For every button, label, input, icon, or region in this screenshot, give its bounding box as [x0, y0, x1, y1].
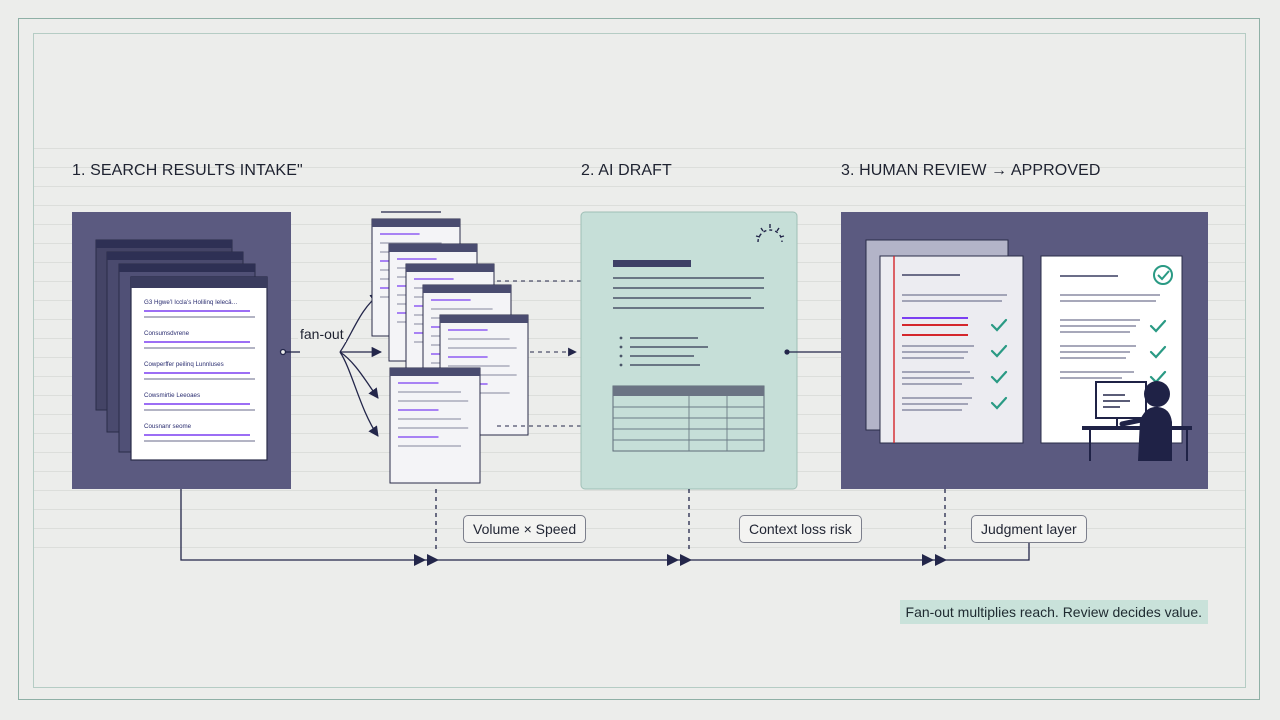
check-icon [1149, 345, 1167, 359]
check-icon [1149, 319, 1167, 333]
draft-card [389, 367, 481, 484]
check-icon [990, 396, 1008, 410]
review-panel [841, 212, 1208, 489]
draft-panel [580, 211, 798, 490]
reviewed-document [879, 255, 1024, 444]
check-icon [990, 318, 1008, 332]
result-title: G3 Hgwe’l Iccla’s Holilinq Ielecä… [144, 299, 238, 306]
bottom-timeline [180, 489, 1030, 561]
result-title: Cowsmirtie Leeoaes [144, 392, 200, 399]
outer-frame [18, 18, 1260, 700]
sparkle-icon [755, 224, 785, 243]
tag-context-loss: Context loss risk [739, 515, 862, 543]
check-circle-icon [1153, 265, 1173, 285]
result-title: Cousnanr seome [144, 423, 192, 430]
intake-panel [72, 212, 291, 489]
tag-judgment-layer: Judgment layer [971, 515, 1087, 543]
draft-table [612, 385, 765, 452]
draft-heading-bar [613, 260, 691, 267]
fanout-label: fan-out [298, 326, 346, 342]
fanned-draft-stack [371, 211, 529, 484]
tag-volume-speed: Volume × Speed [463, 515, 587, 543]
bottom-arrowheads [414, 554, 947, 566]
fanout-origin-dot [279, 348, 287, 356]
reviewer-icon [1082, 381, 1192, 461]
stage-label-intake: 1. SEARCH RESULTS INTAKE" [72, 162, 303, 179]
inner-frame [33, 33, 1246, 688]
fanout-arrow-low [339, 351, 379, 399]
stage-label-review: 3. HUMAN REVIEW → APPROVED [841, 162, 1101, 179]
check-icon [990, 370, 1008, 384]
result-title: Cowperffer peilinq Lunnluses [144, 361, 224, 368]
fanout-arrow-bottom [339, 351, 379, 437]
result-title: Consumsdvrene [144, 330, 190, 337]
stage-label-draft: 2. AI DRAFT [581, 162, 672, 179]
caption: Fan-out multiplies reach. Review decides… [899, 600, 1208, 624]
check-icon [990, 344, 1008, 358]
search-results-page [130, 276, 268, 461]
result-entries: G3 Hgwe’l Iccla’s Holilinq Ielecä… Consum… [144, 299, 255, 442]
fanout-arrows [279, 293, 383, 437]
bottom-flow [180, 489, 1030, 561]
draft-text-lines [613, 277, 764, 367]
